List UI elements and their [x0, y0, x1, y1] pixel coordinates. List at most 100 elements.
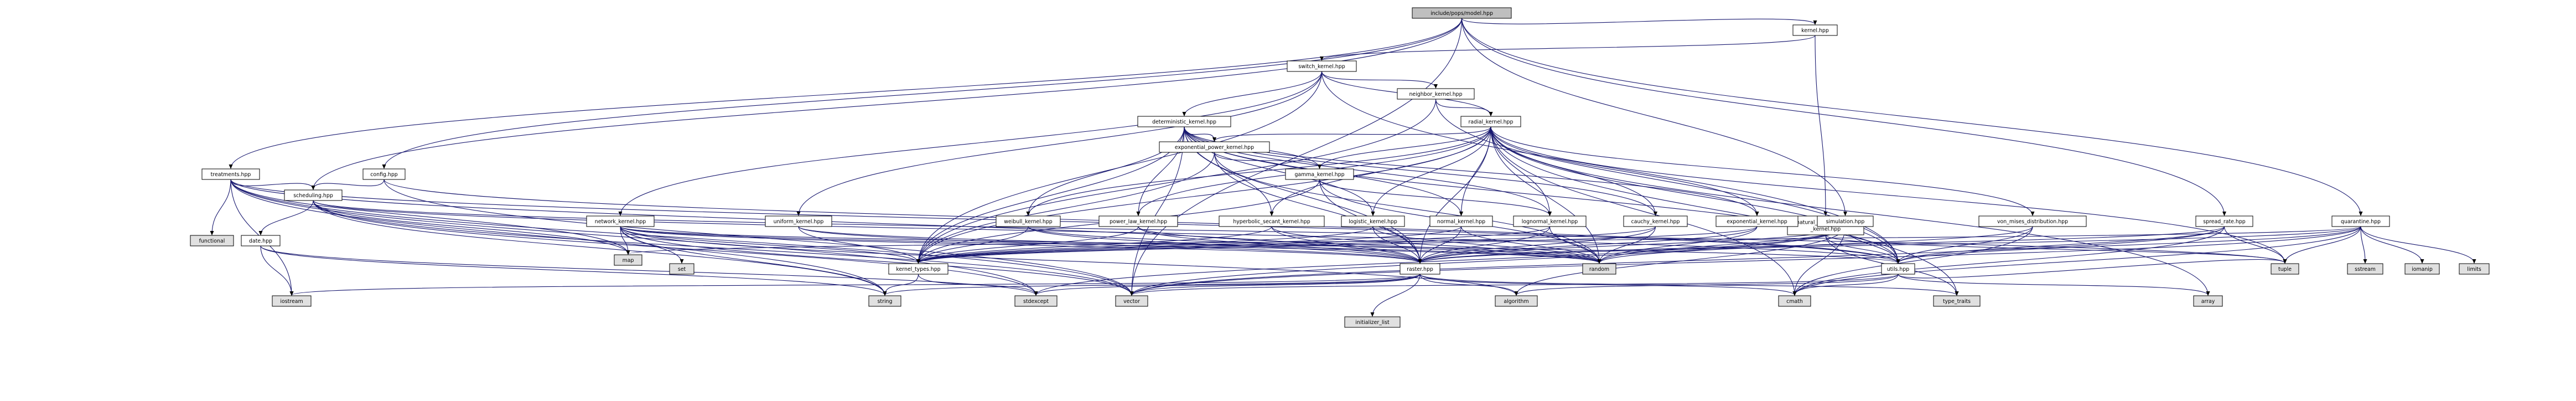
node-box: [2347, 263, 2383, 275]
node-label: utils.hpp: [1887, 266, 1910, 273]
edge-utils-to-tuple: [1898, 259, 2287, 279]
edge-network_kernel-to-utils: [620, 226, 1900, 264]
edge-simulation-to-cmath: [1792, 226, 1846, 296]
edge-model-to-simulation: [1461, 18, 1847, 216]
node-simulation[interactable]: simulation.hpp: [1817, 215, 1874, 227]
node-label: stdexcept: [1023, 299, 1049, 305]
node-logistic-kernel[interactable]: logistic_kernel.hpp: [1341, 215, 1405, 227]
node-box: [888, 263, 948, 275]
node-kernel[interactable]: kernel.hpp: [1792, 24, 1838, 36]
node-radial-kernel[interactable]: radial_kernel.hpp: [1460, 116, 1521, 127]
edge-radial_kernel-to-exponential_kernel: [1490, 126, 1759, 216]
node-label: gamma_kernel.hpp: [1294, 172, 1344, 178]
edge-exponential_power_kernel-to-raster: [1214, 152, 1422, 264]
node-label: config.hpp: [370, 172, 398, 178]
node-stdexcept: stdexcept: [1014, 295, 1058, 307]
node-normal-kernel[interactable]: normal_kernel.hpp: [1429, 215, 1493, 227]
node-box: [1287, 60, 1357, 72]
edge-network_kernel-to-raster: [620, 226, 1422, 264]
edge-power_law_kernel-to-kernel_types: [916, 226, 1139, 264]
node-box: [1778, 295, 1811, 307]
node-deterministic-kernel[interactable]: deterministic_kernel.hpp: [1137, 116, 1231, 127]
node-box: [1715, 215, 1798, 227]
node-spread-rate[interactable]: spread_rate.hpp: [2195, 215, 2253, 227]
edge-scheduling-to-tuple: [313, 200, 2287, 264]
edge-switch_kernel-to-deterministic_kernel: [1182, 71, 1323, 116]
edge-utils-to-vector: [1129, 274, 1899, 296]
node-neighbor-kernel[interactable]: neighbor_kernel.hpp: [1397, 88, 1475, 100]
node-power-law-kernel[interactable]: power_law_kernel.hpp: [1098, 215, 1178, 227]
node-box: [190, 235, 234, 246]
node-von-mises-distribution[interactable]: von_mises_distribution.hpp: [1978, 215, 2087, 227]
node-exponential-kernel[interactable]: exponential_kernel.hpp: [1715, 215, 1798, 227]
edge-deterministic_kernel-to-cauchy_kernel: [1184, 126, 1657, 216]
node-label: tuple: [2278, 266, 2292, 273]
edge-network_kernel-to-string: [620, 226, 887, 296]
node-utils[interactable]: utils.hpp: [1881, 263, 1915, 275]
edge-network_kernel-to-vector: [620, 226, 1134, 296]
node-box: [1495, 295, 1538, 307]
node-config[interactable]: config.hpp: [362, 168, 406, 180]
node-label: kernel_types.hpp: [896, 266, 940, 273]
edge-kernel_types-to-stdexcept: [918, 274, 1038, 296]
node-label: treatments.hpp: [211, 172, 251, 178]
edge-normal_kernel-to-raster: [1418, 226, 1462, 264]
edge-logistic_kernel-to-kernel_types: [916, 226, 1373, 264]
node-network-kernel[interactable]: network_kernel.hpp: [586, 215, 655, 227]
node-exponential-power-kernel[interactable]: exponential_power_kernel.hpp: [1159, 141, 1270, 153]
edge-switch_kernel-to-network_kernel: [618, 71, 1323, 216]
edge-kernel-to-natural_anthropogenic_kernel: [1815, 35, 1828, 216]
node-kernel-types[interactable]: kernel_types.hpp: [888, 263, 948, 275]
edge-spread_rate-to-raster: [1418, 226, 2225, 264]
graph-nodes: include/pops/model.hpp kernel.hpp switch_k…: [190, 7, 2490, 328]
node-label: date.hpp: [249, 238, 272, 244]
edge-treatments-to-scheduling: [230, 179, 315, 190]
edge-spread_rate-to-vector: [1129, 226, 2225, 296]
node-label: radial_kernel.hpp: [1469, 119, 1514, 125]
edge-kernel-to-switch_kernel: [1320, 35, 1816, 61]
edge-von_mises_distribution-to-cmath: [1792, 226, 2033, 296]
node-switch-kernel[interactable]: switch_kernel.hpp: [1287, 60, 1357, 72]
node-model[interactable]: include/pops/model.hpp: [1412, 7, 1512, 19]
node-box: [1817, 215, 1874, 227]
node-weibull-kernel[interactable]: weibull_kernel.hpp: [996, 215, 1061, 227]
node-label: iomanip: [2412, 266, 2433, 273]
node-label: exponential_kernel.hpp: [1727, 219, 1787, 225]
edge-natural_anthropogenic_kernel-to-utils: [1825, 234, 1900, 264]
node-iomanip: iomanip: [2404, 263, 2440, 275]
node-label: string: [878, 299, 893, 305]
node-box: [1623, 215, 1688, 227]
node-type-traits: type_traits: [1933, 295, 1981, 307]
edge-raster-to-vector: [1129, 274, 1421, 296]
node-scheduling[interactable]: scheduling.hpp: [284, 189, 343, 201]
edge-hyperbolic_secant_kernel-to-kernel_types: [916, 226, 1272, 264]
node-label: functional: [199, 238, 225, 244]
edge-scheduling-to-date: [258, 200, 314, 235]
edge-weibull_kernel-to-kernel_types: [916, 226, 1029, 264]
node-quarantine[interactable]: quarantine.hpp: [2331, 215, 2390, 227]
node-label: von_mises_distribution.hpp: [1997, 219, 2068, 225]
node-cauchy-kernel[interactable]: cauchy_kernel.hpp: [1623, 215, 1688, 227]
node-gamma-kernel[interactable]: gamma_kernel.hpp: [1285, 168, 1354, 180]
node-date[interactable]: date.hpp: [241, 235, 281, 246]
node-treatments[interactable]: treatments.hpp: [201, 168, 260, 180]
edge-raster-to-string: [883, 274, 1421, 296]
edge-date-to-string: [260, 245, 887, 296]
node-label: scheduling.hpp: [293, 193, 333, 199]
node-lognormal-kernel[interactable]: lognormal_kernel.hpp: [1513, 215, 1587, 227]
node-box: [669, 263, 694, 275]
node-hyperbolic-secant-kernel[interactable]: hyperbolic_secant_kernel.hpp: [1219, 215, 1325, 227]
edge-quarantine-to-cmath: [1792, 226, 2361, 296]
node-label: _kernel.hpp: [1810, 227, 1841, 233]
edge-uniform_kernel-to-raster: [798, 226, 1422, 264]
node-box: [241, 235, 281, 246]
node-box: [2331, 215, 2390, 227]
node-uniform-kernel[interactable]: uniform_kernel.hpp: [765, 215, 832, 227]
node-box: [1933, 295, 1981, 307]
node-box: [2193, 295, 2223, 307]
node-box: [1344, 316, 1401, 328]
edge-treatments-to-string: [230, 179, 887, 296]
node-box: [1137, 116, 1231, 127]
node-box: [996, 215, 1061, 227]
node-raster[interactable]: raster.hpp: [1400, 263, 1440, 275]
